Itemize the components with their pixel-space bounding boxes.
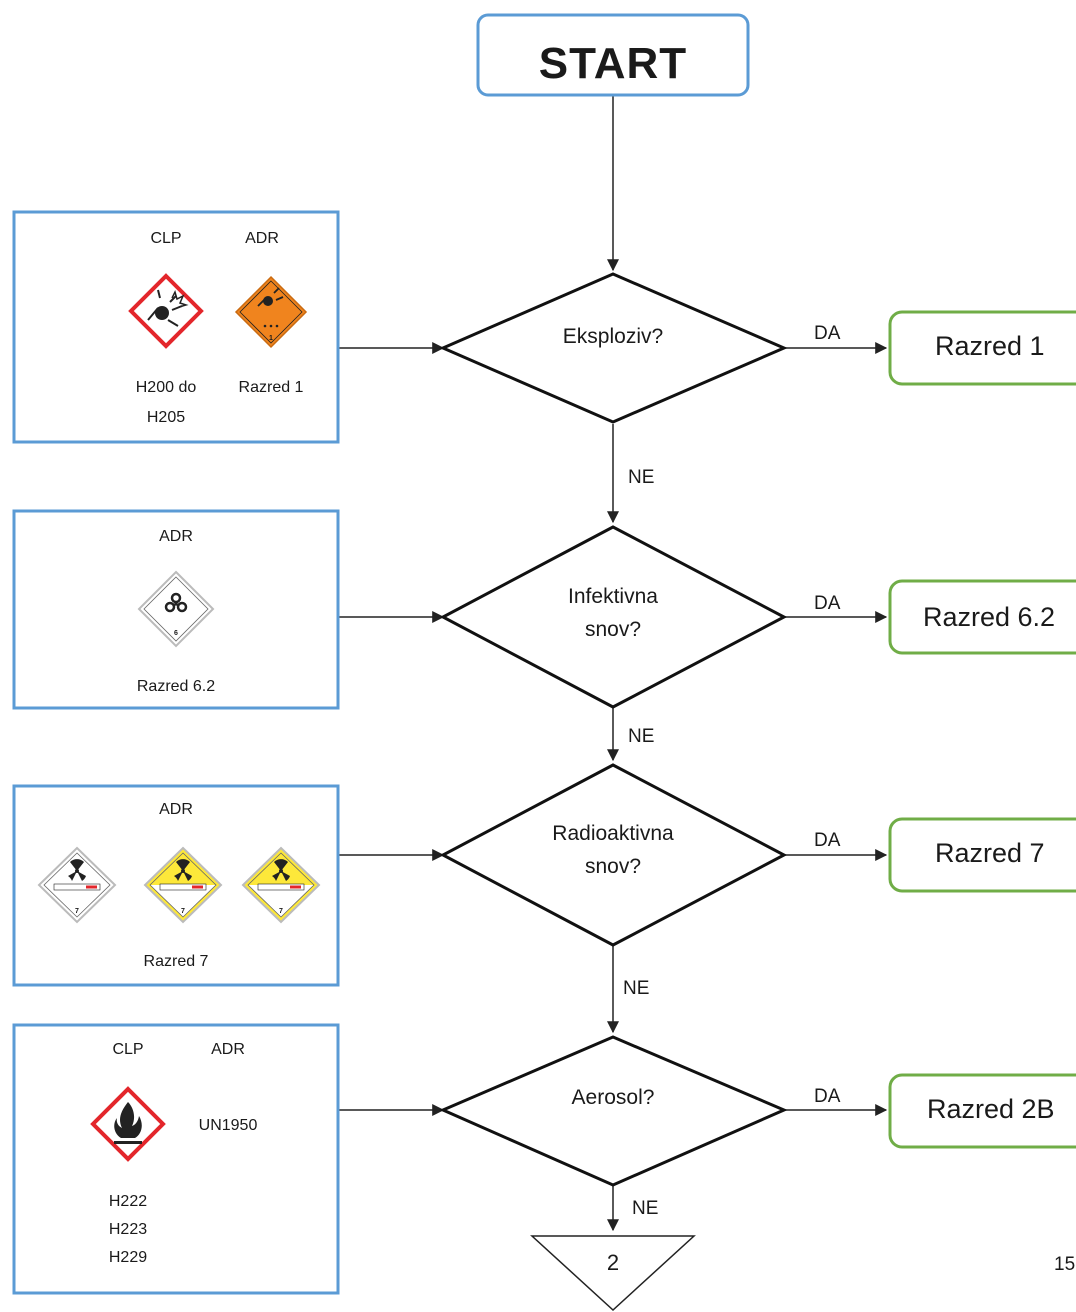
adr-un-number: UN1950 <box>199 1117 258 1134</box>
clp-exploding-bomb-icon <box>128 273 204 349</box>
result-razred-1[interactable]: Razred 1 <box>888 310 1076 386</box>
decision-label: Aerosol? <box>572 1086 655 1109</box>
start-label: START <box>539 39 687 88</box>
clp-caption: H222 <box>109 1193 147 1210</box>
radioactive-category-iii-icon: 7 <box>241 846 321 924</box>
decision-label: snov? <box>585 618 641 641</box>
edge-label-da: DA <box>814 1086 841 1107</box>
result-razred-7[interactable]: Razred 7 <box>888 817 1076 893</box>
edge-label-ne: NE <box>628 726 654 747</box>
info-box-infectious: ADR 6 Razred 6.2 <box>12 509 340 710</box>
info-box-aerosol: CLP ADR UN1950 H222 H223 H229 <box>12 1023 340 1295</box>
adr-caption: Razred 1 <box>239 379 304 396</box>
clp-caption: H205 <box>147 409 185 426</box>
radioactive-category-ii-icon: 7 <box>143 846 223 924</box>
label-number: 7 <box>181 908 185 915</box>
decision-label: Infektivna <box>568 585 658 608</box>
decision-label: Eksploziv? <box>563 325 663 348</box>
result-razred-6-2[interactable]: Razred 6.2 <box>888 579 1076 655</box>
info-box-radioactive: ADR 7 7 7 <box>12 784 340 987</box>
adr-caption: Razred 6.2 <box>137 678 215 695</box>
adr-heading: ADR <box>245 230 279 247</box>
clp-caption: H200 do <box>136 379 197 396</box>
clp-heading: CLP <box>112 1041 143 1058</box>
connector-label: 2 <box>607 1250 619 1275</box>
edge-label-ne: NE <box>632 1198 658 1219</box>
decision-label: snov? <box>585 855 641 878</box>
result-label: Razred 7 <box>935 838 1045 868</box>
radioactive-category-i-icon: 7 <box>37 846 117 924</box>
label-number: 7 <box>75 908 79 915</box>
decision-aerosol[interactable]: Aerosol? <box>439 1035 788 1187</box>
edge-label-da: DA <box>814 323 841 344</box>
label-number: 7 <box>279 908 283 915</box>
edge-label-da: DA <box>814 593 841 614</box>
clp-heading: CLP <box>150 230 181 247</box>
svg-text:6: 6 <box>174 630 178 637</box>
adr-caption: Razred 7 <box>144 953 209 970</box>
start-node[interactable]: START <box>476 13 750 97</box>
adr-class-1-explosive-icon: 1 <box>234 275 308 349</box>
off-page-connector[interactable]: 2 <box>530 1235 696 1312</box>
adr-heading: ADR <box>159 528 193 545</box>
result-label: Razred 1 <box>935 331 1045 361</box>
svg-text:1: 1 <box>269 335 273 342</box>
decision-infectious[interactable]: Infektivna snov? <box>439 525 788 709</box>
result-label: Razred 6.2 <box>923 602 1055 632</box>
result-label: Razred 2B <box>927 1094 1055 1124</box>
result-razred-2b[interactable]: Razred 2B <box>888 1073 1076 1149</box>
edge-label-ne: NE <box>623 978 649 999</box>
page-number: 15 <box>1054 1254 1075 1275</box>
decision-radioactive[interactable]: Radioaktivna snov? <box>439 763 788 947</box>
clp-flame-icon <box>90 1086 166 1162</box>
decision-label: Radioaktivna <box>552 822 674 845</box>
clp-caption: H223 <box>109 1221 147 1238</box>
adr-class-6-2-biohazard-icon: 6 <box>137 570 215 648</box>
edge-label-da: DA <box>814 830 841 851</box>
clp-caption: H229 <box>109 1249 147 1266</box>
decision-explosive[interactable]: Eksploziv? <box>439 272 788 424</box>
info-box-explosive: CLP ADR 1 H200 do H205 Razred 1 <box>12 210 340 444</box>
edge-label-ne: NE <box>628 467 654 488</box>
adr-heading: ADR <box>211 1041 245 1058</box>
adr-heading: ADR <box>159 801 193 818</box>
